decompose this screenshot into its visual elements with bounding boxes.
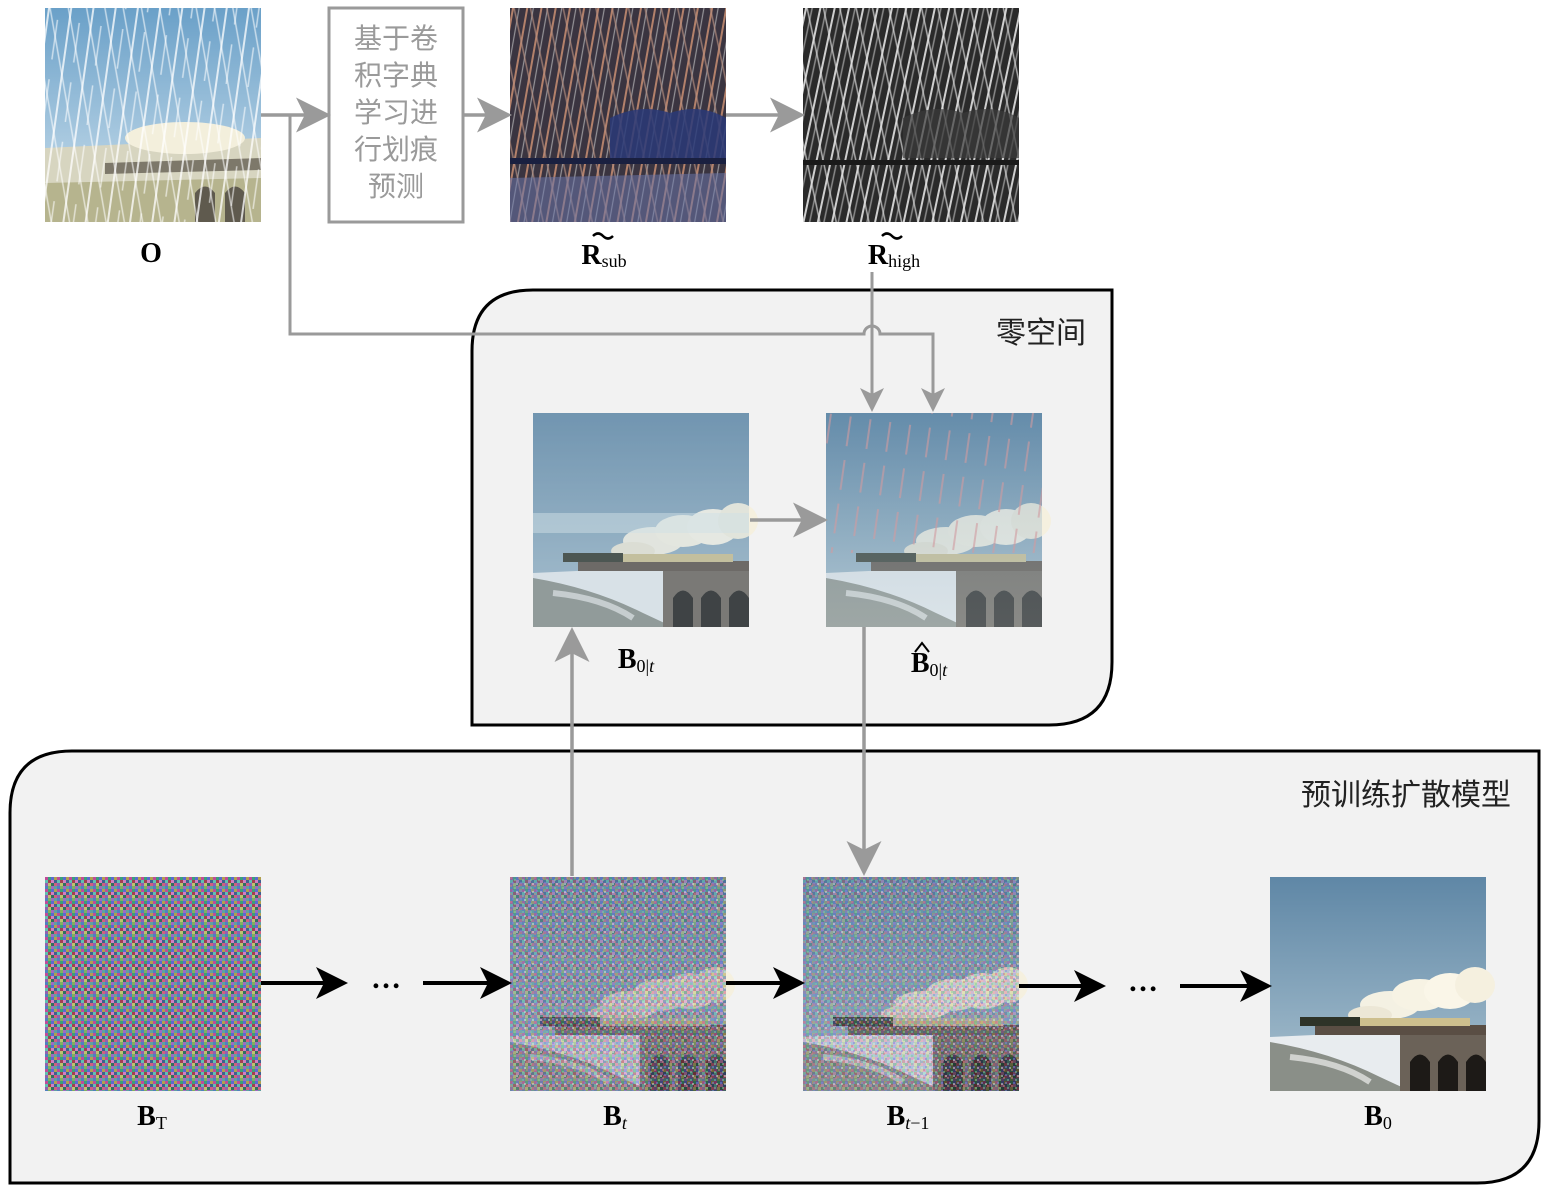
label-B-0: B0	[1364, 1101, 1392, 1133]
image-O	[45, 8, 261, 222]
image-B-t	[510, 877, 735, 1091]
dict-line-3: 学习进	[354, 96, 438, 129]
dict-line-5: 预测	[368, 170, 424, 203]
ellipsis-1: …	[371, 962, 401, 995]
image-B-0t	[533, 413, 758, 627]
dict-line-1: 基于卷	[354, 22, 438, 55]
label-B-t-minus-1: Bt−1	[887, 1101, 930, 1133]
hat-B-hat	[914, 641, 930, 653]
diffusion-title: 预训练扩散模型	[1301, 778, 1511, 813]
tilde-R-high	[881, 232, 903, 240]
null-space-title: 零空间	[996, 316, 1086, 351]
label-O: O	[140, 238, 162, 269]
label-B-t: Bt	[603, 1101, 628, 1133]
label-R-high: Rhigh	[868, 240, 920, 271]
label-R-sub: Rsub	[581, 240, 626, 271]
tilde-R-sub	[592, 232, 614, 240]
label-B-0t: B0|t	[618, 644, 655, 676]
label-B-hat-0t: B0|t	[911, 648, 948, 680]
label-B-T: BT	[137, 1101, 167, 1133]
dict-line-4: 行划痕	[354, 133, 438, 166]
image-R-sub	[510, 8, 726, 222]
image-B-hat-0t	[826, 413, 1051, 627]
image-R-high	[803, 8, 1019, 222]
image-B-t-minus-1	[803, 877, 1028, 1091]
dict-line-2: 积字典	[354, 59, 438, 92]
ellipsis-2: …	[1128, 965, 1158, 998]
image-B-0	[1270, 877, 1495, 1091]
image-B-T	[45, 877, 261, 1091]
